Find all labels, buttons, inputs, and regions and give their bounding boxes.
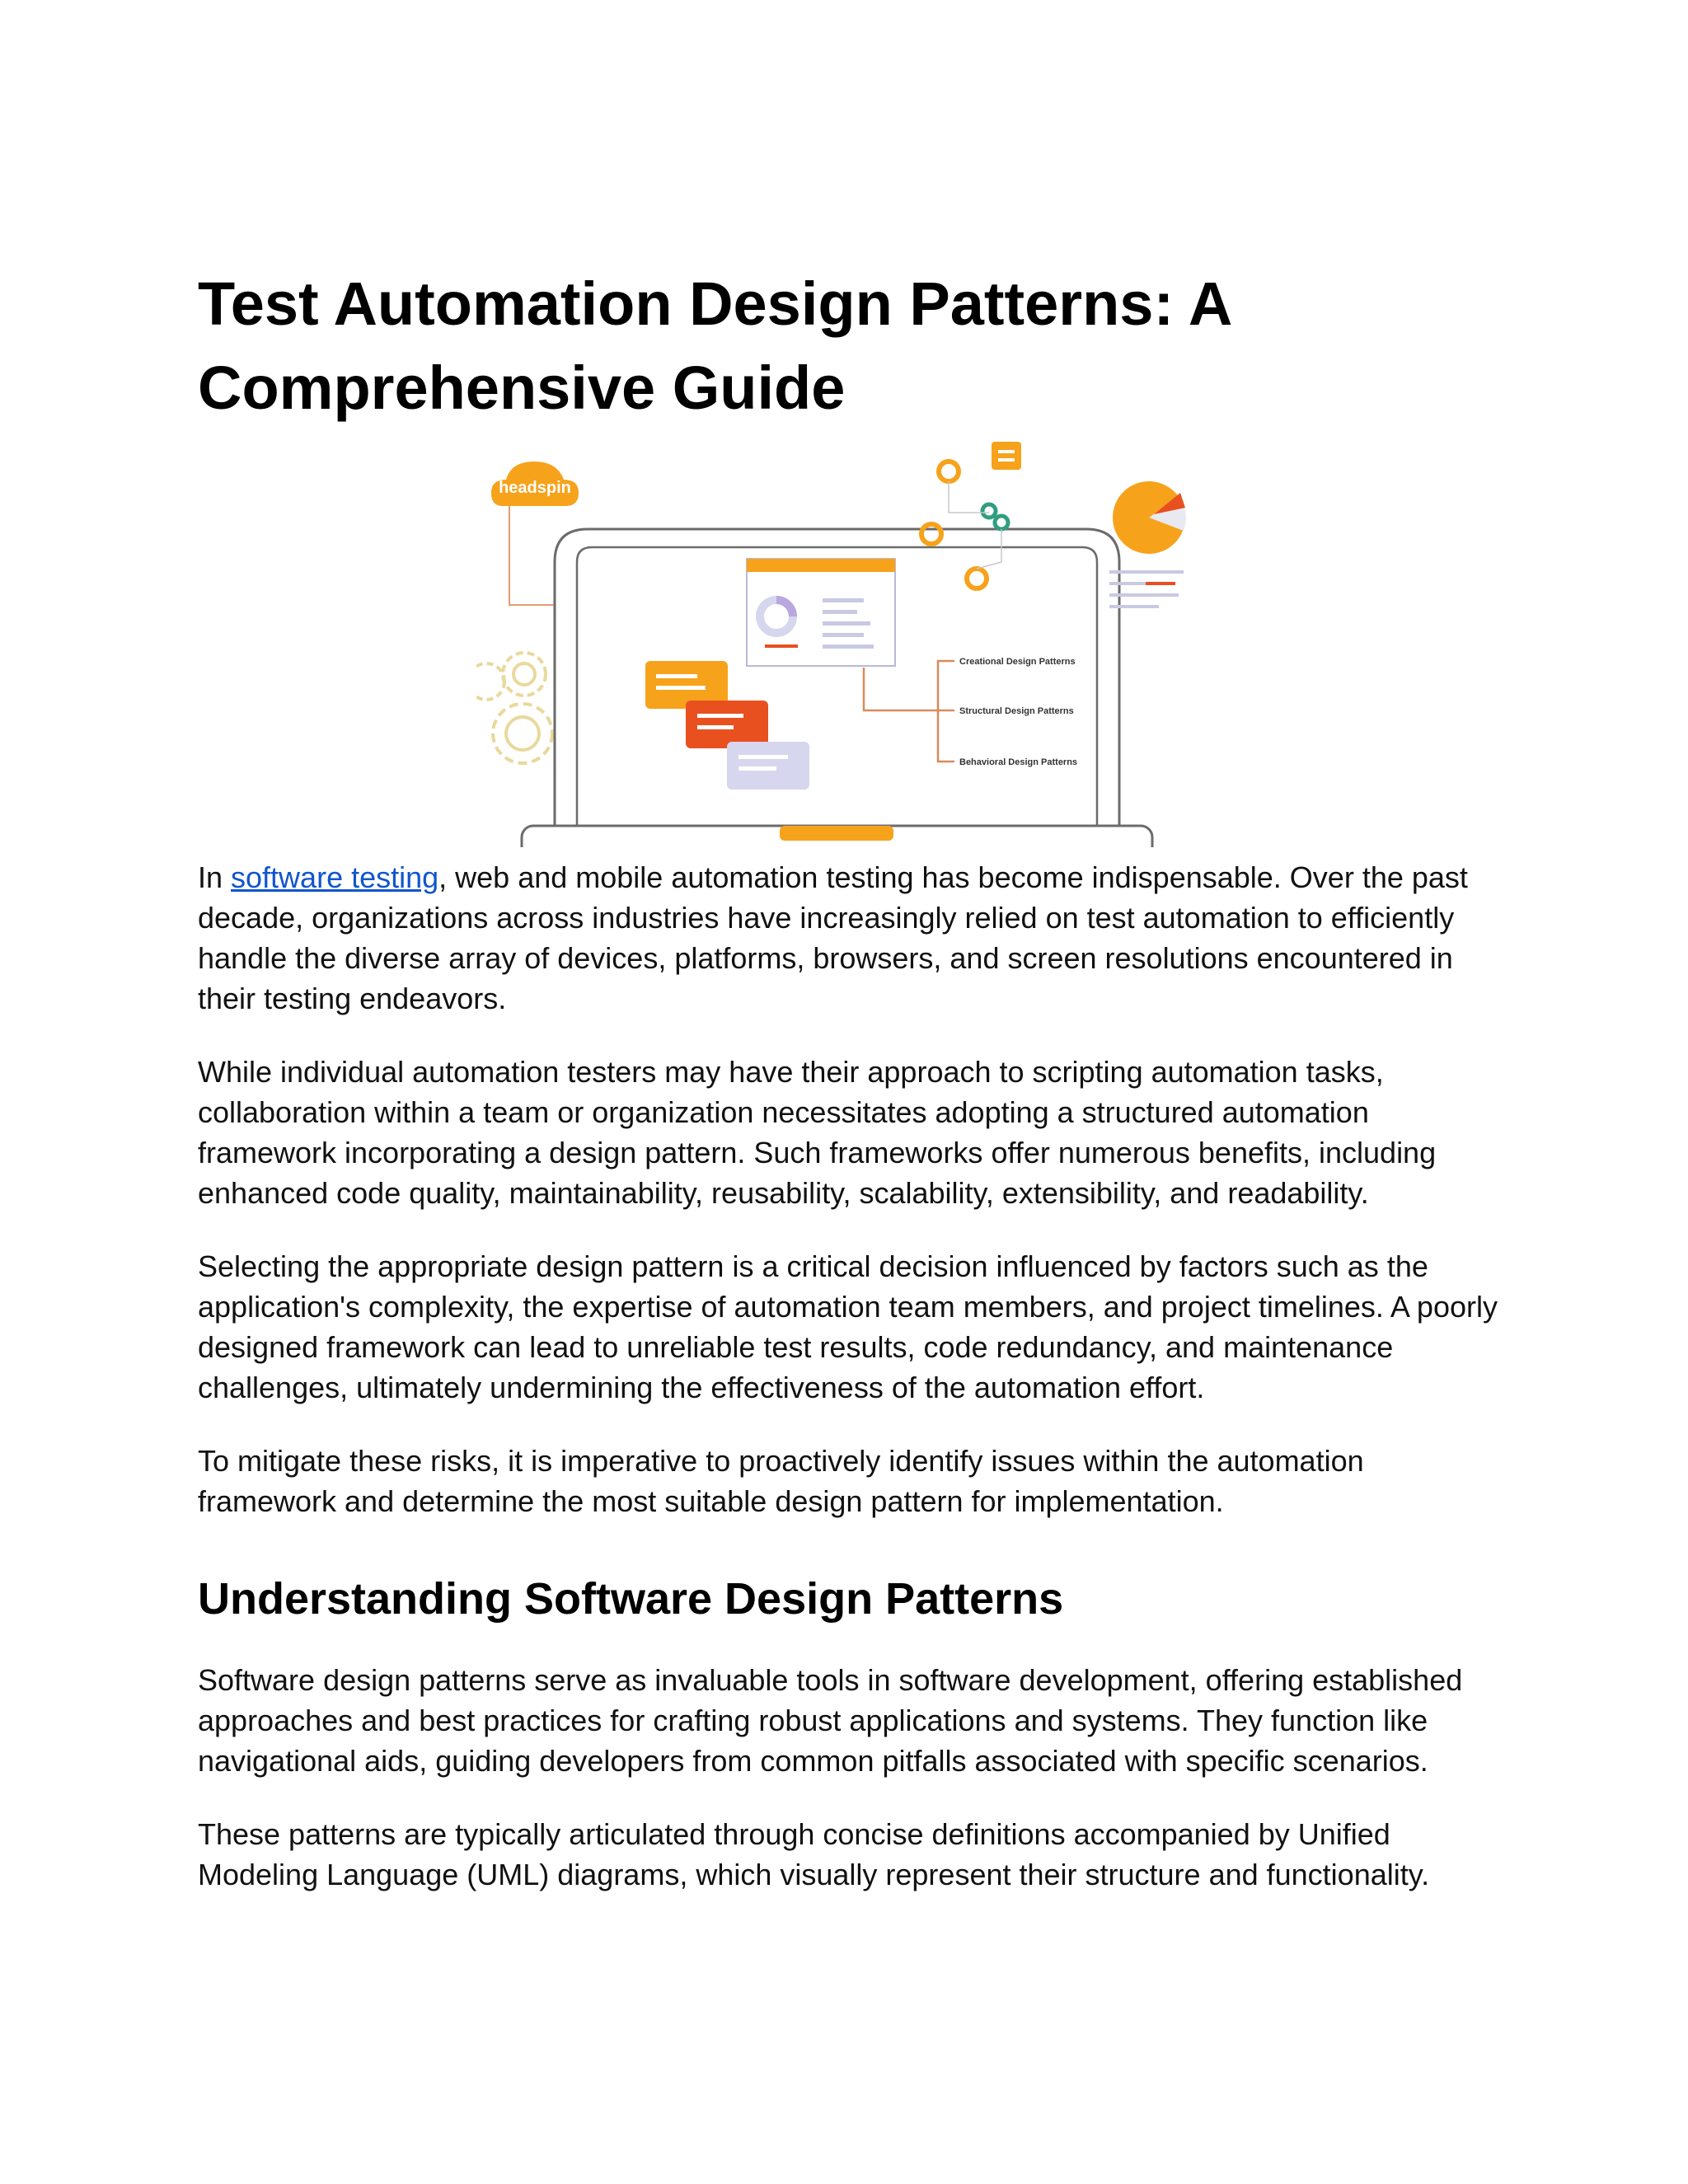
document-icon [992, 442, 1021, 470]
document-page: Test Automation Design Patterns: A Compr… [198, 262, 1500, 1928]
message-cards-icon [645, 661, 809, 790]
hero-illustration: headspin [476, 438, 1202, 847]
intro-paragraph: In software testing, web and mobile auto… [198, 857, 1500, 1019]
label-structural: Structural Design Patterns [959, 706, 1074, 716]
paragraph: Selecting the appropriate design pattern… [198, 1249, 1498, 1404]
section-heading: Understanding Software Design Patterns [198, 1574, 1064, 1624]
laptop-icon [520, 527, 1154, 847]
page-title: Test Automation Design Patterns: A Compr… [198, 269, 1231, 422]
paragraph: While individual automation testers may … [198, 1055, 1437, 1210]
label-behavioral: Behavioral Design Patterns [959, 757, 1077, 767]
gear-icon [476, 651, 554, 765]
teal-gear-icon [980, 502, 1010, 532]
logo-text: headspin [499, 479, 571, 497]
section-paragraph: These patterns are typically articulated… [198, 1817, 1430, 1891]
intro-prefix: In [198, 860, 232, 894]
pie-chart-icon [1109, 481, 1186, 608]
paragraph: To mitigate these risks, it is imperativ… [198, 1444, 1364, 1518]
cloud-logo-icon: headspin [491, 462, 579, 506]
pattern-labels: Creational Design Patterns Structural De… [959, 657, 1077, 767]
software-testing-link[interactable]: software testing [231, 860, 439, 894]
label-creational: Creational Design Patterns [959, 657, 1076, 667]
code-window-icon [746, 558, 896, 667]
section-paragraph: Software design patterns serve as invalu… [198, 1663, 1463, 1778]
intro-suffix: , web and mobile automation testing has … [198, 860, 1468, 1015]
